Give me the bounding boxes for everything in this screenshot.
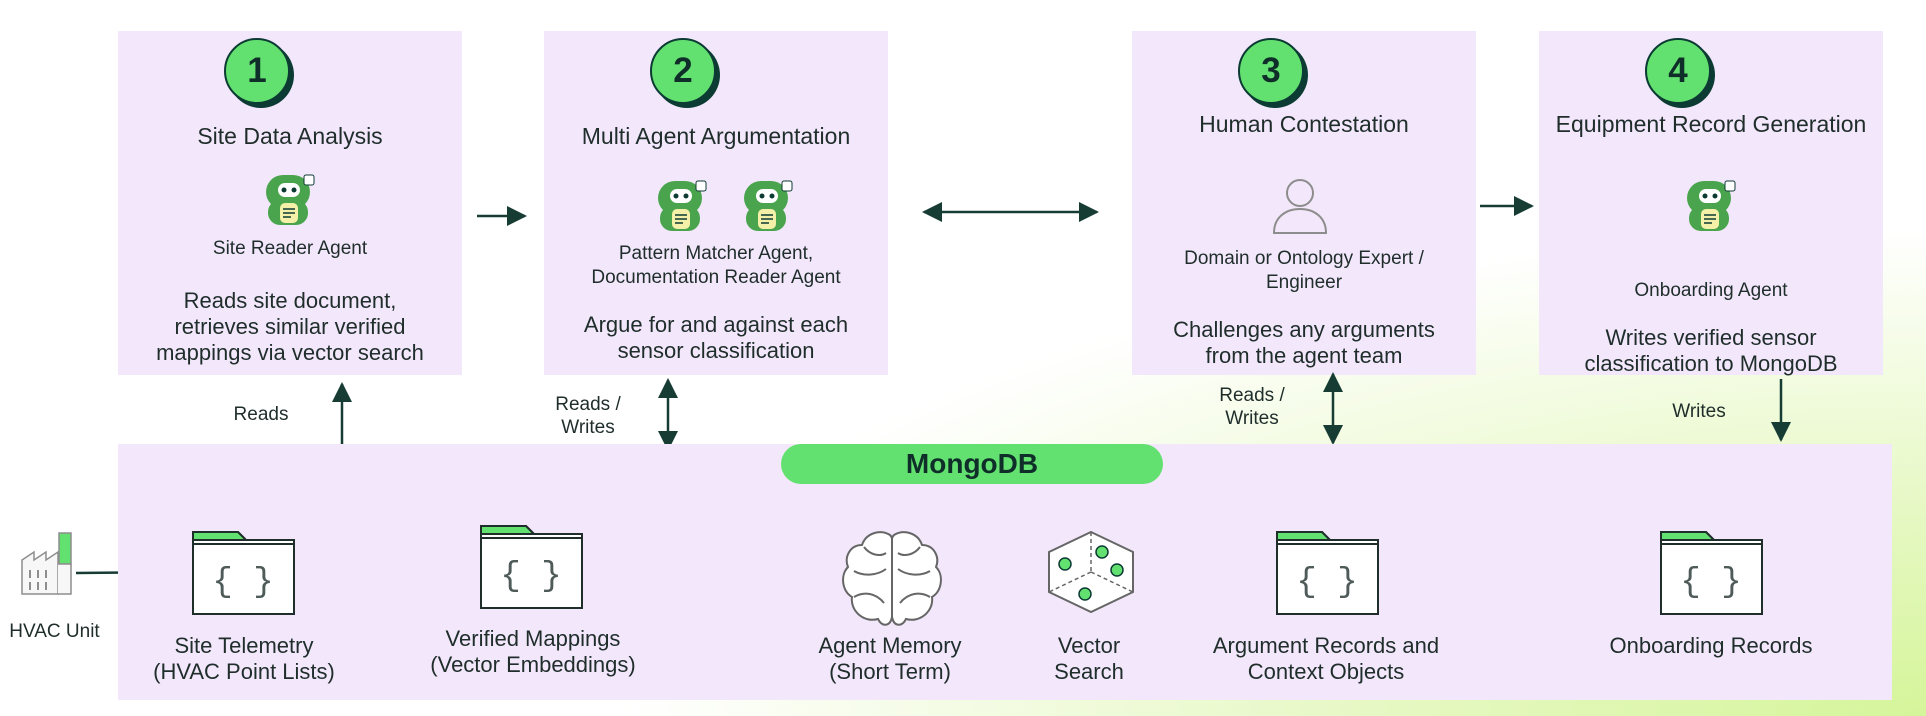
- robot-agent-icon: [266, 174, 315, 225]
- step-number-badge-2: 2: [650, 38, 716, 104]
- robot-agent-icon: [658, 180, 707, 231]
- step-card-1: 1 Site Data Analysis Site Reader Agent R…: [118, 31, 462, 375]
- json-folder-icon: { }: [192, 531, 295, 615]
- step-number-badge-4: 4: [1645, 38, 1711, 104]
- svg-text:{ }: { }: [1296, 564, 1357, 602]
- vector-search-cube-icon: [1048, 530, 1134, 614]
- storage-label-onboarding-records: Onboarding Records: [1609, 633, 1813, 658]
- edge-label-reads-writes-2: Reads / Writes: [1219, 385, 1285, 429]
- agent-label-4: Onboarding Agent: [1634, 280, 1788, 301]
- brain-icon: [842, 531, 942, 626]
- step-title-4: Equipment Record Generation: [1555, 111, 1867, 137]
- svg-text:{ }: { }: [500, 558, 561, 596]
- mongodb-panel: [118, 444, 1892, 700]
- svg-text:{ }: { }: [1680, 564, 1741, 602]
- storage-label-vector-search: Vector Search: [1054, 633, 1124, 684]
- step-title-1: Site Data Analysis: [197, 123, 383, 149]
- robot-agent-icon: [1687, 180, 1736, 231]
- factory-icon: [21, 532, 72, 595]
- storage-label-site-telemetry: Site Telemetry (HVAC Point Lists): [153, 633, 335, 684]
- edge-label-reads: Reads: [233, 404, 289, 425]
- step-number-badge-3: 3: [1238, 38, 1304, 104]
- storage-label-argument-records: Argument Records and Context Objects: [1212, 633, 1440, 684]
- agent-label-2: Pattern Matcher Agent, Documentation Rea…: [591, 243, 841, 288]
- step-description-2: Argue for and against each sensor classi…: [583, 312, 849, 363]
- step-description-1: Reads site document, retrieves similar v…: [156, 288, 424, 365]
- step-description-4: Writes verified sensor classification to…: [1584, 325, 1838, 376]
- step-title-2: Multi Agent Argumentation: [581, 123, 851, 149]
- step-card-3: 3 Human Contestation Domain or Ontology …: [1132, 31, 1476, 375]
- edge-label-reads-writes-1: Reads / Writes: [555, 394, 621, 438]
- step-card-4: 4 Equipment Record Generation Onboarding…: [1539, 31, 1883, 376]
- agent-label-3: Domain or Ontology Expert / Engineer: [1184, 248, 1424, 293]
- robot-agent-icon: [744, 180, 793, 231]
- json-folder-icon: { }: [480, 525, 583, 609]
- mongodb-title-pill: MongoDB: [781, 444, 1163, 484]
- step-title-3: Human Contestation: [1199, 111, 1409, 137]
- step-number-badge-1: 1: [224, 38, 290, 104]
- storage-label-agent-memory: Agent Memory (Short Term): [818, 633, 962, 684]
- person-icon: [1272, 179, 1328, 234]
- svg-text:{ }: { }: [212, 564, 273, 602]
- edge-label-writes: Writes: [1672, 401, 1726, 422]
- step-description-3: Challenges any arguments from the agent …: [1173, 317, 1435, 368]
- storage-label-verified-mappings: Verified Mappings (Vector Embeddings): [430, 626, 636, 677]
- hvac-unit-label: HVAC Unit: [9, 621, 100, 642]
- json-folder-icon: { }: [1660, 531, 1763, 615]
- json-folder-icon: { }: [1276, 531, 1379, 615]
- agent-label-1: Site Reader Agent: [212, 238, 368, 259]
- step-card-2: 2 Multi Agent Argumentation Pattern Matc…: [544, 31, 888, 375]
